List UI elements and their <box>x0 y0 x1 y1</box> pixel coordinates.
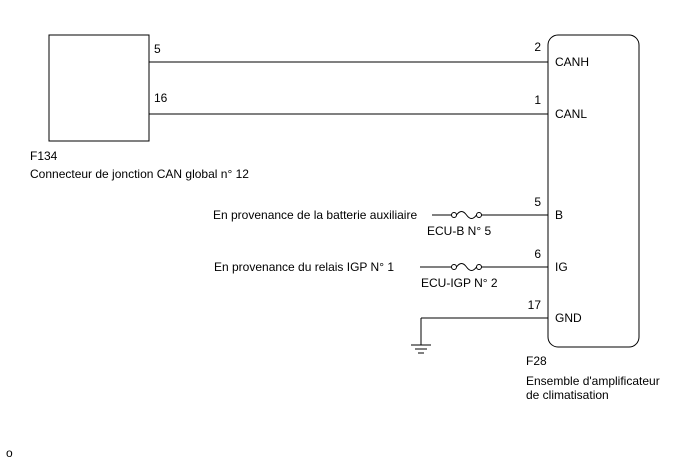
pin-f28-b-num: 5 <box>534 195 541 209</box>
pin-label-ig: IG <box>555 260 568 274</box>
connector-f134-code: F134 <box>30 149 58 163</box>
pin-f134-canl: 16 <box>154 91 168 105</box>
pin-f134-canh: 5 <box>154 42 161 56</box>
source-battery-label: En provenance de la batterie auxiliaire <box>213 208 417 222</box>
pin-label-canl: CANL <box>555 107 587 121</box>
pin-f28-canh-num: 2 <box>534 40 541 54</box>
pin-f28-gnd-num: 17 <box>528 298 542 312</box>
source-relay-label: En provenance du relais IGP N° 1 <box>214 260 394 274</box>
amplifier-f28-name-line1: Ensemble d'amplificateur <box>526 374 660 388</box>
pin-f28-ig-num: 6 <box>534 247 541 261</box>
fuse-ecu-b-symbol <box>456 211 477 219</box>
fuse-terminal <box>451 212 457 218</box>
pin-label-b: B <box>555 208 563 222</box>
pin-f28-canl-num: 1 <box>534 93 541 107</box>
amplifier-f28-box <box>547 34 640 348</box>
footer-mark: o <box>6 446 13 460</box>
amplifier-f28-code: F28 <box>526 354 547 368</box>
ground-icon <box>411 344 431 354</box>
fuse-terminal <box>476 212 482 218</box>
connector-f134-box <box>48 34 150 142</box>
fuse-terminal <box>476 264 482 270</box>
connector-f134-name: Connecteur de jonction CAN global n° 12 <box>30 167 249 181</box>
amplifier-f28-name-line2: de climatisation <box>526 388 609 402</box>
fuse-terminal <box>451 264 457 270</box>
fuse-ecu-igp-symbol <box>456 263 477 271</box>
fuse-ecu-b-label: ECU-B N° 5 <box>427 224 491 238</box>
pin-label-gnd: GND <box>555 311 582 325</box>
fuse-ecu-igp-label: ECU-IGP N° 2 <box>421 276 498 290</box>
pin-label-canh: CANH <box>555 55 589 69</box>
